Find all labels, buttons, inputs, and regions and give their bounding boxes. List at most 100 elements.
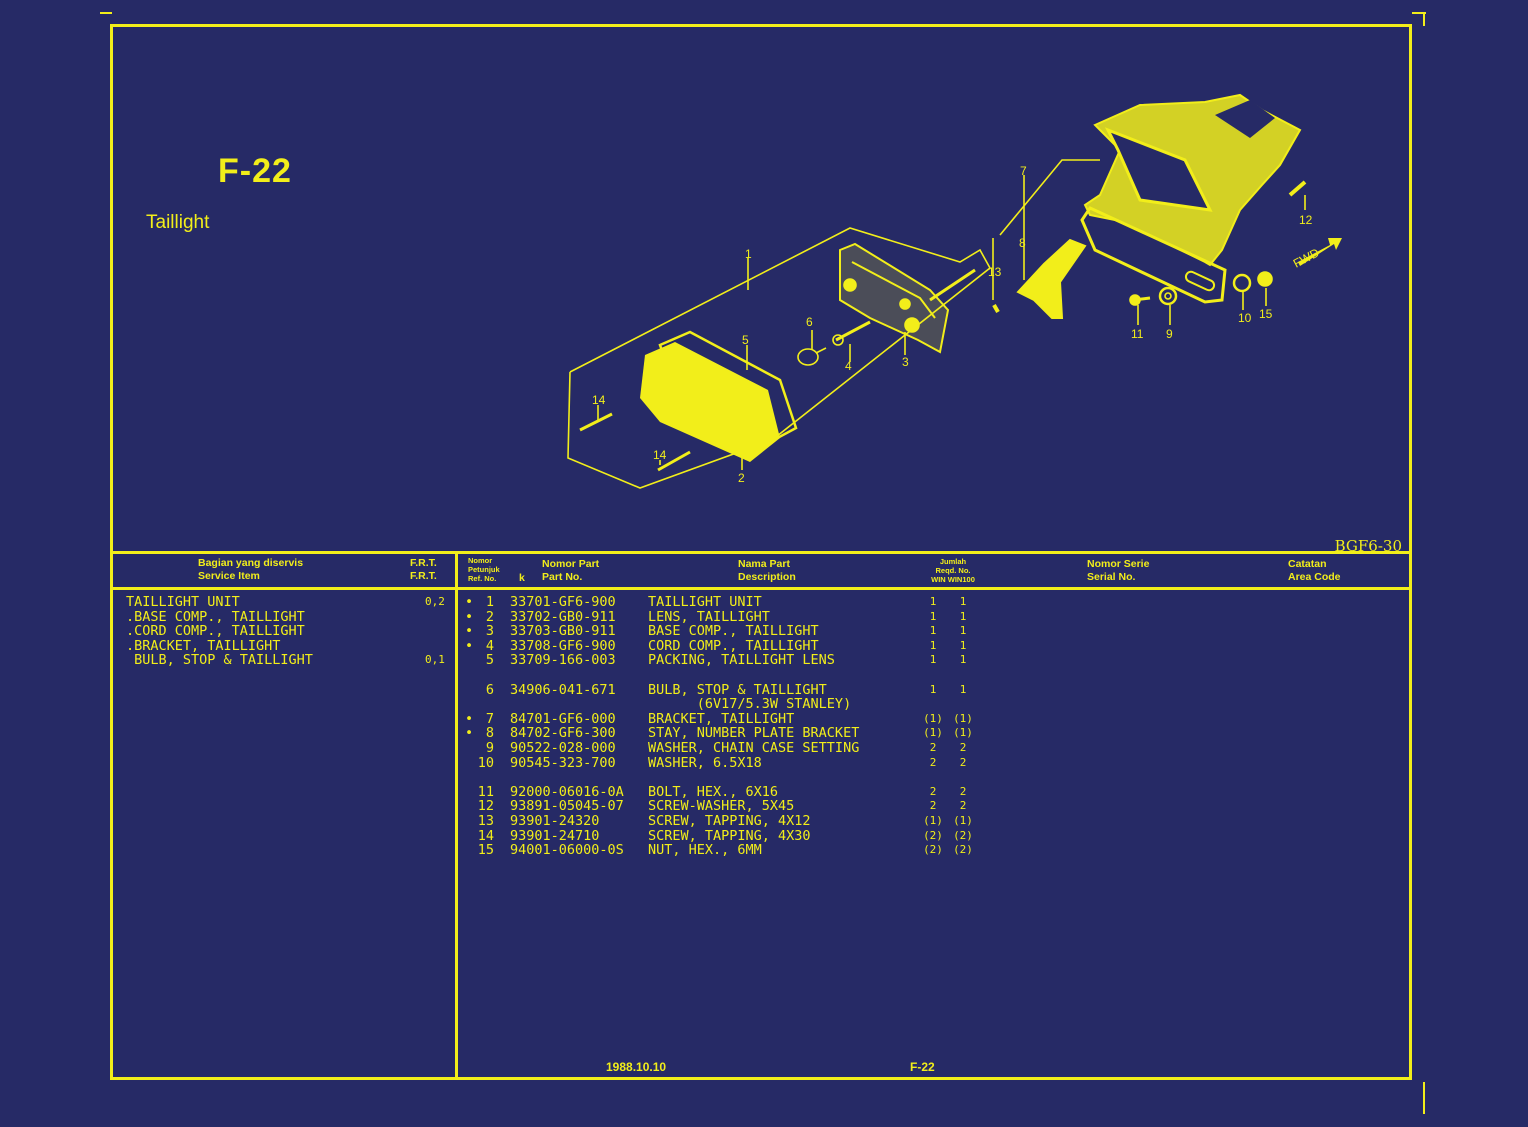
service-frt: 0,2 (425, 595, 445, 608)
parts-description: BASE COMP., TAILLIGHT (648, 623, 819, 640)
qty-header-1: Jumlah (939, 557, 967, 566)
footer-date: 1988.10.10 (606, 1060, 667, 1074)
parts-ref-no: 1 (485, 594, 494, 610)
area-header-en: Area Code (1288, 571, 1341, 583)
callout-label: 1 (745, 247, 752, 261)
parts-part-no: 34906-041-671 (510, 681, 616, 698)
desc-header: Nama Part Description (738, 558, 796, 584)
parts-part-no: 92000-06016-0A (510, 783, 624, 800)
k-header: k (519, 572, 525, 584)
parts-qty-win100: (2) (953, 828, 973, 842)
parts-description: BULB, STOP & TAILLIGHT (648, 681, 827, 698)
table-header-rule (110, 587, 1412, 590)
corner-mark-top-right (1412, 12, 1426, 14)
parts-part-no: 84702-GF6-300 (510, 725, 616, 742)
ref-header-1: Nomor (468, 556, 493, 565)
callout-label: 6 (806, 315, 813, 329)
parts-mark: • (465, 637, 474, 654)
callout-label: 5 (742, 333, 749, 347)
parts-mark: • (465, 710, 474, 727)
parts-description: WASHER, 6.5X18 (648, 754, 762, 771)
parts-qty-win: 2 (929, 755, 937, 769)
parts-part-no: 33708-GF6-900 (510, 637, 616, 654)
service-item: .CORD COMP., TAILLIGHT (126, 623, 305, 640)
parts-qty-win: 1 (929, 682, 937, 696)
callout-label: 10 (1238, 311, 1252, 325)
parts-description: SCREW-WASHER, 5X45 (648, 798, 795, 815)
footer-page: F-22 (910, 1060, 935, 1074)
fwd-label: FWD (1291, 245, 1322, 270)
serial-header: Nomor Serie Serial No. (1087, 558, 1149, 584)
parts-ref-no: 6 (485, 681, 494, 698)
diagram-table-divider (110, 551, 1412, 554)
parts-part-no: 33703-GB0-911 (510, 623, 616, 640)
callout-label: 2 (738, 471, 745, 485)
parts-description: PACKING, TAILLIGHT LENS (648, 652, 835, 669)
callout-label: 11 (1131, 327, 1144, 341)
parts-qty-win100: 1 (959, 609, 967, 623)
parts-ref-no: 5 (485, 652, 494, 669)
callout-label: 14 (592, 393, 606, 407)
parts-part-no: 84701-GF6-000 (510, 710, 616, 727)
parts-qty-win: 2 (929, 784, 937, 798)
partno-header: Nomor Part Part No. (542, 558, 599, 584)
parts-mark: • (465, 623, 474, 640)
parts-qty-win100: 1 (959, 682, 967, 696)
parts-description: SCREW, TAPPING, 4X12 (648, 813, 811, 829)
parts-ref-no: 3 (485, 623, 494, 640)
frt-header: F.R.T. F.R.T. (410, 557, 437, 583)
parts-qty-win100: (1) (953, 711, 973, 725)
qty-header-2: Reqd. No. (935, 566, 971, 575)
corner-mark-right (1423, 12, 1425, 26)
parts-qty-win: 2 (929, 799, 937, 813)
frt-header-en: F.R.T. (410, 570, 437, 582)
parts-description: CORD COMP., TAILLIGHT (648, 637, 819, 654)
parts-part-no: 93891-05045-07 (510, 798, 624, 815)
assembly-outline (567, 227, 992, 489)
parts-qty-win100: 2 (959, 741, 967, 754)
parts-qty-win: 1 (929, 609, 937, 623)
qty-header-3: WIN WIN100 (931, 575, 975, 584)
parts-mark: • (465, 725, 474, 742)
parts-description: STAY, NUMBER PLATE BRACKET (648, 725, 860, 742)
parts-qty-win100: 2 (959, 799, 967, 813)
parts-qty-win: 2 (929, 741, 937, 754)
callout-label: 9 (1166, 327, 1173, 341)
parts-part-no: 90545-323-700 (510, 754, 616, 771)
parts-ref-no: 14 (477, 827, 494, 844)
service-header-id: Bagian yang diservis (198, 557, 304, 569)
parts-qty-win100: (2) (953, 843, 973, 857)
parts-ref-no: 12 (477, 798, 494, 815)
parts-qty-win100: 1 (959, 624, 967, 638)
fwd-arrow (1298, 238, 1342, 266)
parts-qty-win: 1 (929, 595, 937, 608)
parts-part-no: 33701-GF6-900 (510, 594, 616, 610)
partno-header-id: Nomor Part (542, 558, 600, 570)
service-header-en: Service Item (198, 570, 260, 582)
parts-ref-no: 9 (485, 740, 494, 756)
parts-part-no: 93901-24320 (510, 813, 600, 829)
parts-part-no: 33702-GB0-911 (510, 608, 616, 625)
parts-qty-win100: 1 (959, 653, 967, 667)
parts-qty-win100: 2 (959, 784, 967, 798)
parts-qty-win100: (1) (953, 726, 973, 740)
parts-qty-win: 1 (929, 653, 937, 667)
callout-label: 15 (1259, 307, 1273, 321)
desc-header-en: Description (738, 571, 796, 583)
parts-qty-win: (1) (923, 711, 943, 725)
parts-ref-no: 15 (477, 842, 494, 859)
desc-header-id: Nama Part (738, 558, 790, 570)
parts-qty-win100: 2 (959, 755, 967, 769)
callout-label: 12 (1299, 213, 1313, 227)
corner-mark-top-left (100, 12, 112, 14)
parts-qty-win100: (1) (953, 814, 973, 827)
parts-description: BRACKET, TAILLIGHT (648, 710, 795, 727)
parts-ref-no: 13 (477, 813, 494, 829)
callout-label: 13 (988, 265, 1002, 279)
parts-description: BOLT, HEX., 6X16 (648, 783, 779, 800)
bulb-shape (797, 348, 819, 366)
ref-header-2: Petunjuk (468, 565, 500, 574)
area-header-id: Catatan (1288, 558, 1327, 570)
service-item: .BASE COMP., TAILLIGHT (126, 608, 305, 625)
